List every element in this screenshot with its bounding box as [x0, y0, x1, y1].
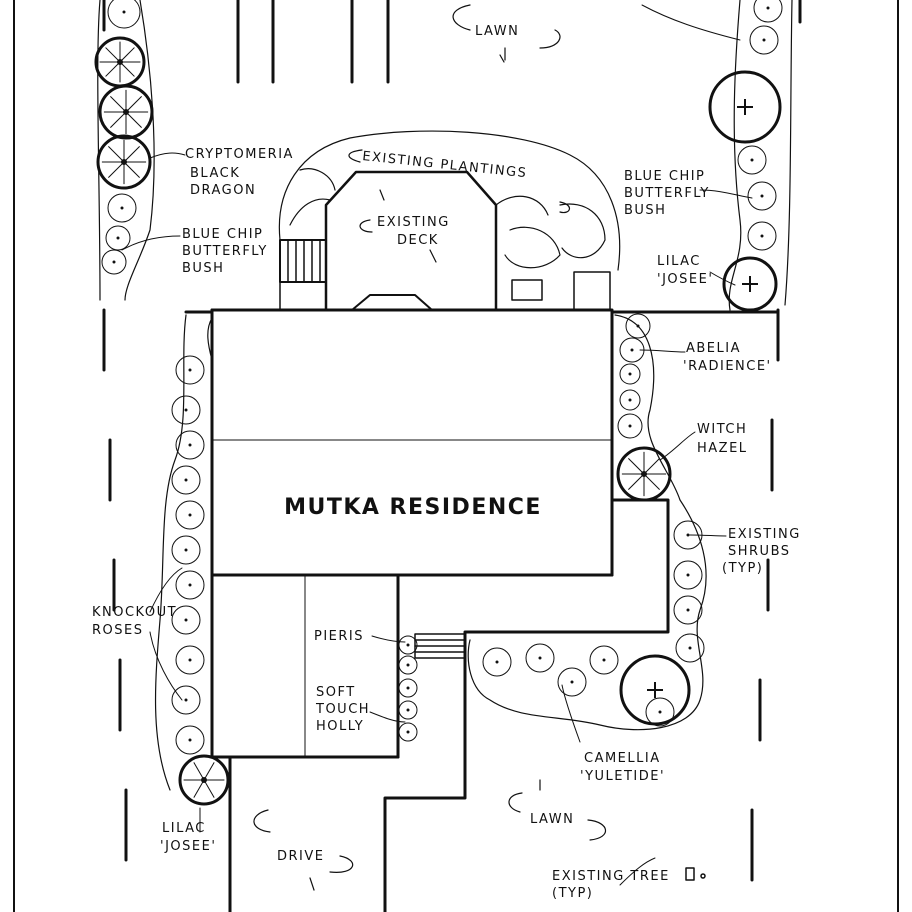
- camellia-symbol: [589, 645, 619, 675]
- shrub-symbol: [753, 0, 783, 23]
- camellia-symbol: [557, 667, 587, 697]
- holly-symbol: [398, 700, 418, 720]
- holly-symbol: [398, 635, 418, 655]
- label-existing-tree-typ: (TYP): [552, 886, 593, 901]
- existing-shrub-symbol: [673, 560, 703, 590]
- shrub-symbol: [747, 221, 777, 251]
- butterfly-bush-symbol: [101, 249, 127, 275]
- abelia-symbol: [619, 363, 641, 385]
- knockout-rose-symbol: [171, 395, 201, 425]
- butterfly-bush-symbol: [747, 181, 777, 211]
- lilac-symbol: [178, 754, 230, 806]
- shrub-symbol: [107, 0, 141, 29]
- page-frame: [13, 0, 899, 912]
- holly-symbol: [398, 722, 418, 742]
- label-soft-touch-1: SOFT: [316, 685, 356, 700]
- front-steps: [414, 633, 466, 659]
- knockout-rose-symbol: [175, 645, 205, 675]
- label-butterfly-right-1: BLUE CHIP: [624, 169, 705, 184]
- knockout-rose-symbol: [171, 685, 201, 715]
- label-lawn-bottom: LAWN: [530, 812, 574, 827]
- shrub-symbol: [749, 25, 779, 55]
- cryptomeria-symbol: [98, 84, 154, 140]
- plan-title: MUTKA RESIDENCE: [284, 495, 542, 520]
- camellia-symbol: [482, 647, 512, 677]
- label-butterfly-left-3: BUSH: [182, 261, 224, 276]
- cryptomeria-symbol: [94, 36, 146, 88]
- label-butterfly-left-2: BUTTERFLY: [182, 244, 268, 259]
- existing-deck: [279, 170, 611, 312]
- label-lilac-right-2: 'JOSEE': [657, 272, 713, 287]
- label-drive: DRIVE: [277, 849, 324, 864]
- utility-box: [685, 867, 706, 881]
- existing-shrub-symbol: [673, 595, 703, 625]
- property-lines: [102, 0, 802, 882]
- label-abelia-2: 'RADIENCE': [683, 359, 772, 374]
- label-abelia-1: ABELIA: [686, 341, 741, 356]
- existing-tree-symbol: [619, 654, 691, 726]
- existing-plantings-bed: [278, 130, 621, 271]
- label-existing-deck-1: EXISTING: [377, 215, 450, 230]
- annotation-swirls: [253, 4, 607, 891]
- knockout-rose-symbol: [171, 465, 201, 495]
- label-lawn-top: LAWN: [475, 24, 519, 39]
- label-knockout-2: ROSES: [92, 623, 143, 638]
- label-butterfly-left-1: BLUE CHIP: [182, 227, 263, 242]
- label-pieris: PIERIS: [314, 629, 364, 644]
- knockout-rose-symbol: [171, 535, 201, 565]
- abelia-symbol: [619, 389, 641, 411]
- label-camellia-2: 'YULETIDE': [580, 769, 665, 784]
- label-lilac-left-2: 'JOSEE': [160, 839, 216, 854]
- label-lilac-right-1: LILAC: [657, 254, 701, 269]
- camellia-symbol: [525, 643, 555, 673]
- label-butterfly-right-3: BUSH: [624, 203, 666, 218]
- label-butterfly-right-2: BUTTERFLY: [624, 186, 710, 201]
- right-planting-bed: [467, 0, 793, 731]
- camellia-symbol: [645, 697, 675, 727]
- house-footprint: [210, 308, 670, 912]
- label-existing-plantings: EXISTING PLANTINGS: [362, 149, 528, 181]
- knockout-rose-symbol: [175, 430, 205, 460]
- cryptomeria-symbol: [96, 134, 152, 190]
- label-existing-shrubs-2: SHRUBS: [728, 544, 791, 559]
- shrub-symbol: [107, 193, 137, 223]
- label-witch-hazel-2: HAZEL: [697, 441, 748, 456]
- knockout-rose-symbol: [171, 605, 201, 635]
- lilac-symbol: [722, 256, 778, 312]
- label-existing-shrubs-1: EXISTING: [728, 527, 801, 542]
- leader-lines: [121, 4, 753, 886]
- label-existing-deck-2: DECK: [397, 233, 439, 248]
- house-interior-lines: [211, 439, 613, 758]
- label-soft-touch-3: HOLLY: [316, 719, 364, 734]
- witch-hazel-symbol: [616, 446, 672, 502]
- plant-symbols: [94, 0, 783, 806]
- shrub-symbol: [737, 145, 767, 175]
- label-soft-touch-2: TOUCH: [315, 702, 370, 717]
- label-cryptomeria-3: DRAGON: [190, 183, 256, 198]
- knockout-rose-symbol: [175, 355, 205, 385]
- left-planting-bed: [97, 0, 213, 791]
- label-camellia-1: CAMELLIA: [584, 751, 661, 766]
- knockout-rose-symbol: [175, 725, 205, 755]
- label-existing-tree: EXISTING TREE: [552, 869, 670, 884]
- abelia-symbol: [617, 413, 643, 439]
- label-existing-shrubs-3: (TYP): [722, 561, 763, 576]
- label-lilac-left-1: LILAC: [162, 821, 206, 836]
- label-cryptomeria-2: BLACK: [190, 166, 240, 181]
- lilac-symbol: [708, 70, 782, 144]
- label-witch-hazel-1: WITCH: [697, 422, 747, 437]
- holly-symbol: [398, 678, 418, 698]
- abelia-symbol: [625, 313, 651, 339]
- shrub-symbol: [105, 225, 131, 251]
- holly-symbol: [398, 655, 418, 675]
- label-cryptomeria-1: CRYPTOMERIA: [185, 147, 294, 162]
- knockout-rose-symbol: [175, 570, 205, 600]
- existing-shrub-symbol: [675, 633, 705, 663]
- knockout-rose-symbol: [175, 500, 205, 530]
- label-knockout-1: KNOCKOUT: [92, 605, 177, 620]
